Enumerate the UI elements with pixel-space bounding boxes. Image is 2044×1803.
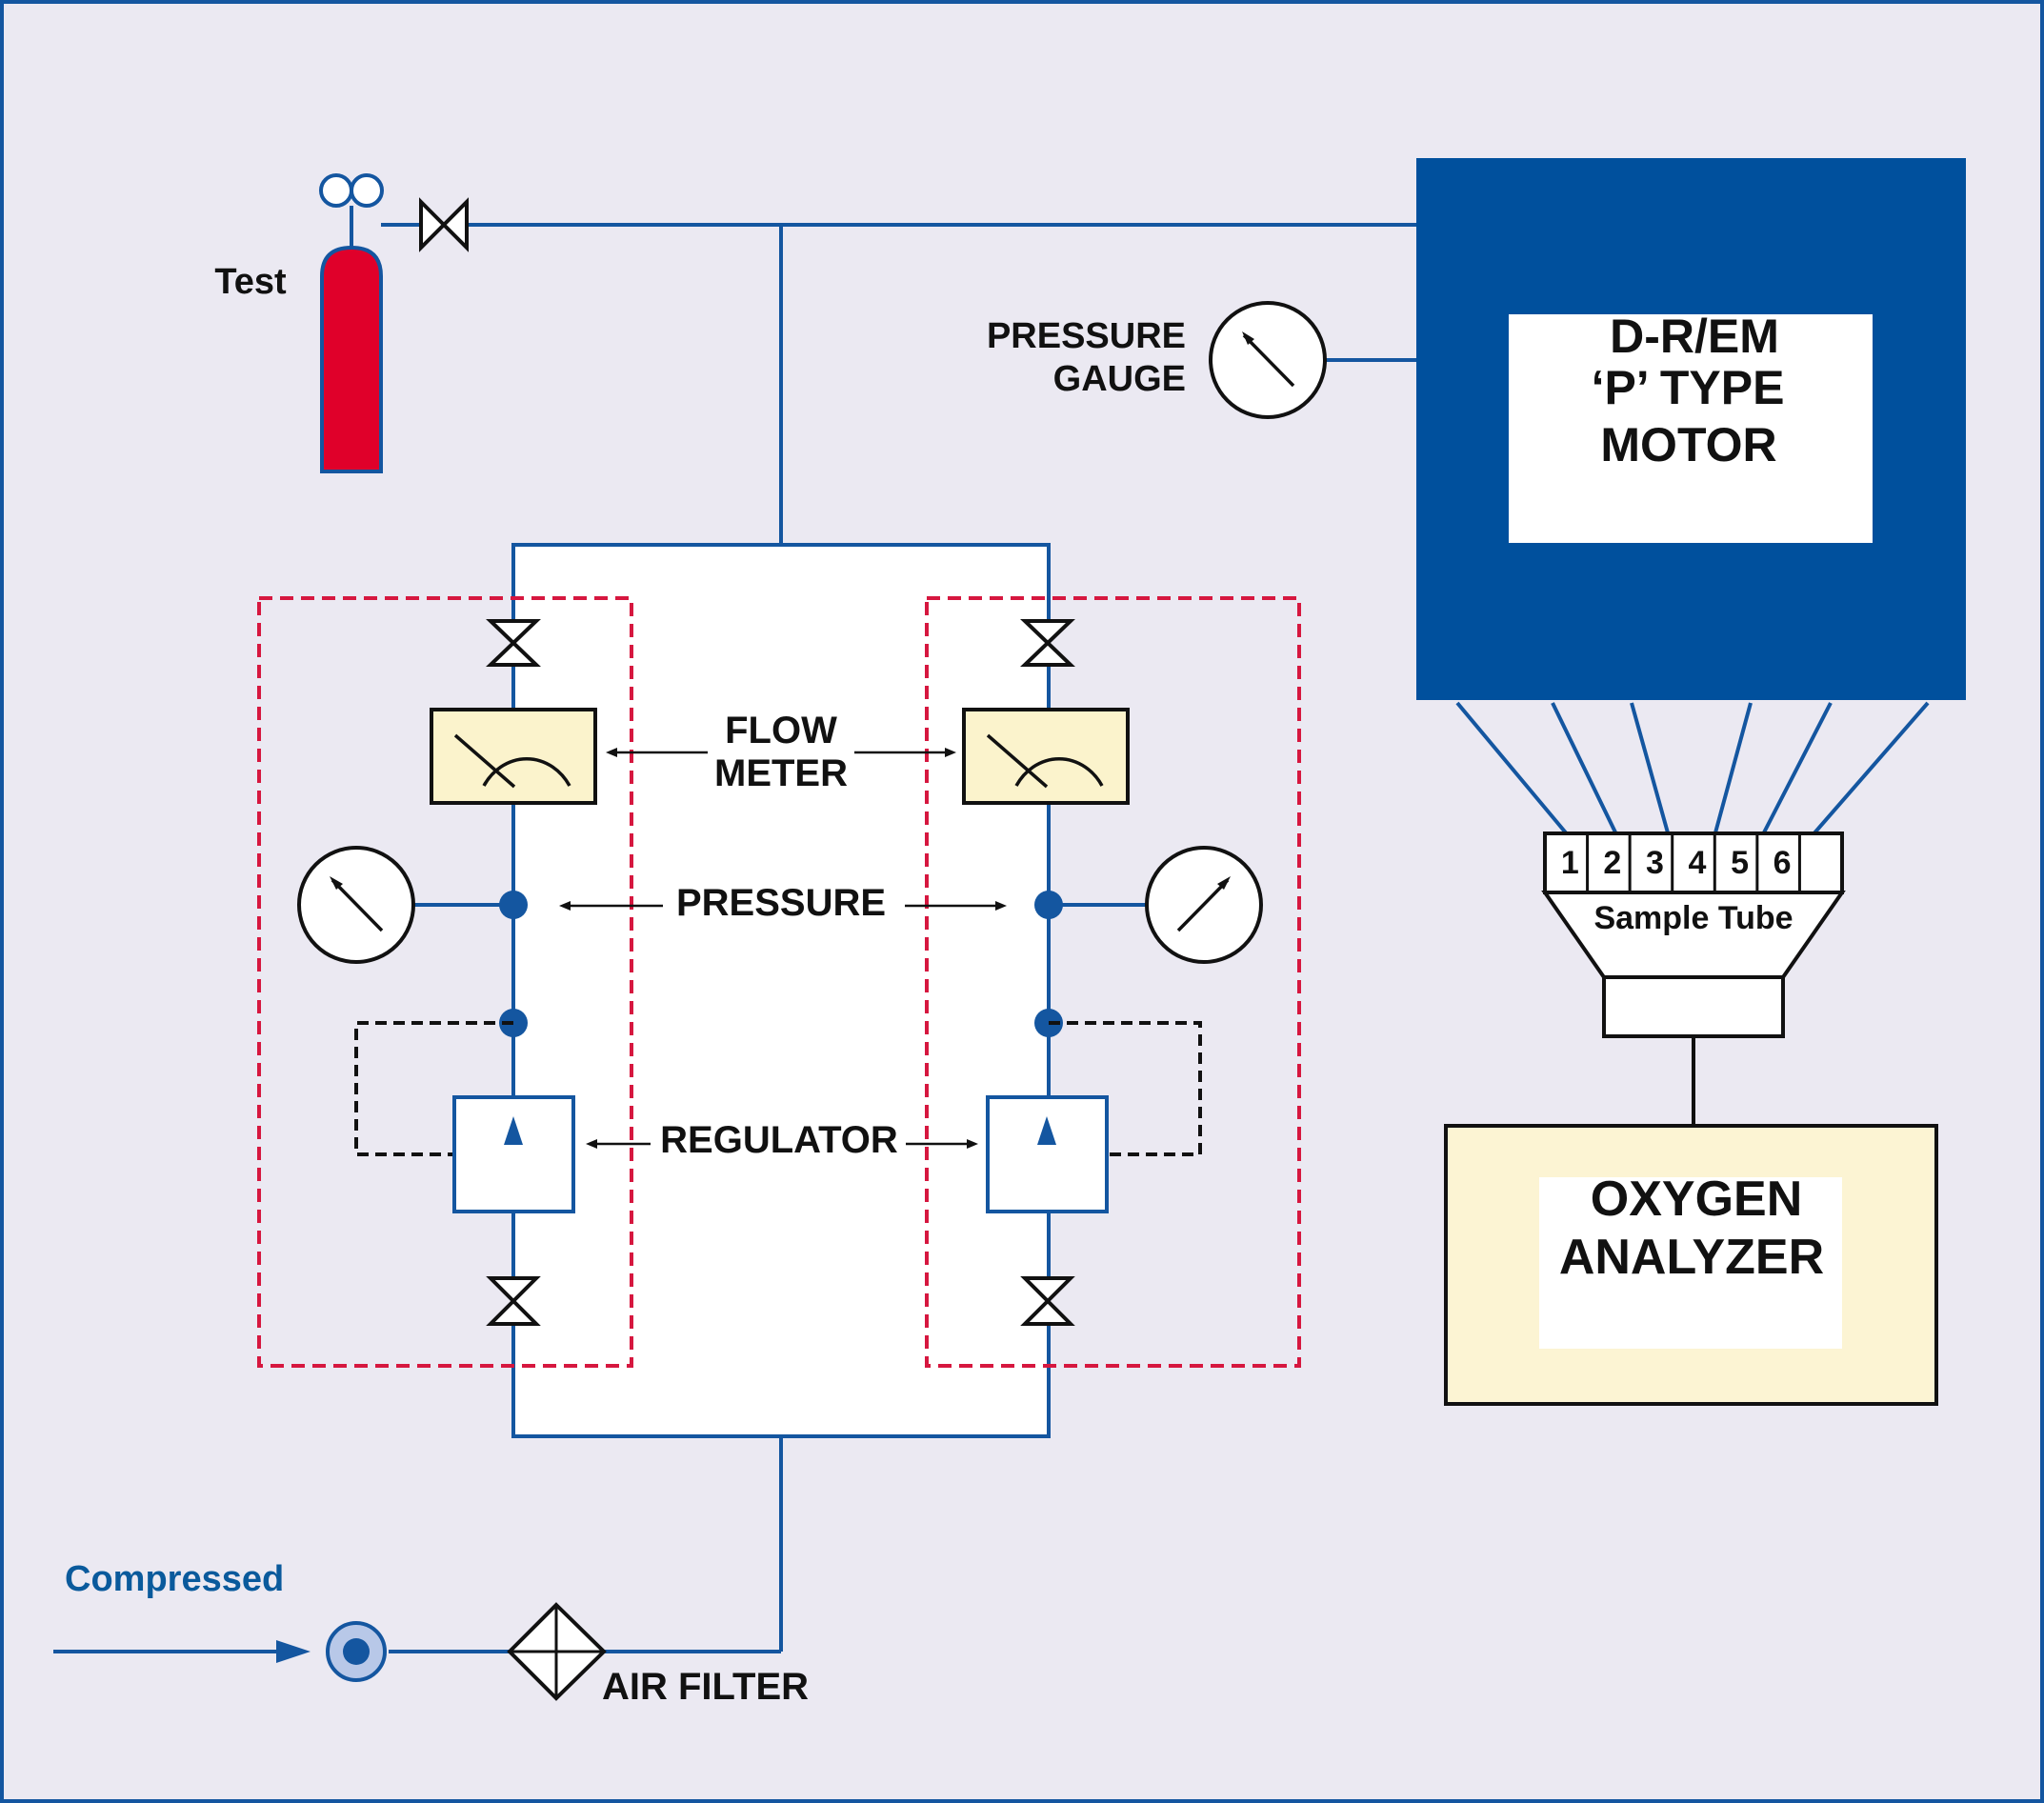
- left-pressure-tap: [499, 891, 528, 919]
- regulator-label: REGULATOR: [660, 1119, 898, 1161]
- right-control-leg: [962, 619, 1263, 1326]
- cylinder-icon: [320, 245, 383, 473]
- left-regulator: [452, 1095, 575, 1213]
- right-upper-valve-icon: [1020, 619, 1075, 667]
- sample-lines: [1455, 701, 1930, 838]
- right-lower-valve-icon: [1020, 1276, 1075, 1326]
- oxygen-analyzer-label-panel: [1539, 1177, 1842, 1349]
- sample-tube-label: Sample Tube: [1593, 900, 1793, 936]
- oxygen-analyzer: OXYGEN ANALYZER: [1444, 1124, 1938, 1406]
- flow-meter-label-line2: METER: [714, 752, 848, 794]
- motor-label-line3: MOTOR: [1600, 418, 1776, 471]
- right-flow-meter-dial-icon: [1014, 757, 1104, 787]
- oxygen-analyzer-label-line2: ANALYZER: [1559, 1230, 1824, 1285]
- pressure-gauge-label-line2: GAUGE: [1053, 359, 1186, 399]
- central-manifold-panel: [511, 543, 1051, 1438]
- sample-tube-port-number: 4: [1689, 845, 1707, 881]
- compressed-label: Compressed: [65, 1559, 284, 1599]
- center-callouts: FLOW METER PRESSURE REGULATOR: [559, 710, 1007, 1161]
- cylinder-valve-handle-icon: [319, 173, 353, 208]
- sample-tube-port-number: 2: [1603, 845, 1621, 881]
- left-upper-valve-icon: [486, 619, 541, 667]
- gas-shutoff-valve-icon: [419, 197, 469, 252]
- right-flow-meter: [962, 708, 1130, 805]
- left-flow-meter-dial-icon: [482, 757, 571, 787]
- motor-pressure-gauge: PRESSURE GAUGE: [987, 301, 1327, 419]
- oxygen-analyzer-label-line1: OXYGEN: [1591, 1172, 1803, 1227]
- sample-tube-port-strip: [1543, 831, 1844, 894]
- left-control-enclosure: [257, 596, 633, 1368]
- flow-meter-label-line1: FLOW: [725, 710, 837, 751]
- compressed-air-inlet: Compressed: [65, 1559, 387, 1682]
- motor-label-line1: D-R/EM: [1610, 310, 1779, 363]
- motor-label-panel: [1509, 314, 1873, 543]
- right-control-enclosure: [925, 596, 1301, 1368]
- right-regulator: [986, 1095, 1109, 1213]
- left-control-leg: [297, 619, 597, 1326]
- pressure-label: PRESSURE: [676, 882, 886, 924]
- left-lower-valve-icon: [486, 1276, 541, 1326]
- motor-label-line2: ‘P’ TYPE: [1592, 361, 1785, 414]
- right-pressure-tap: [1034, 891, 1063, 919]
- pressure-gauge-label-line1: PRESSURE: [987, 316, 1186, 356]
- compressed-air-arrow-icon: [276, 1640, 311, 1663]
- sample-tube-port-dividers: [1586, 833, 1801, 892]
- cylinder-valve-handle-icon: [350, 173, 384, 208]
- pipework: [53, 223, 1416, 1653]
- sample-tube-port-number: 6: [1773, 845, 1792, 881]
- test-label: Test: [214, 262, 287, 302]
- left-regulator-arrow-icon: [504, 1116, 523, 1145]
- test-gas-cylinder: Test: [214, 173, 384, 473]
- sample-tube-port-number: 5: [1731, 845, 1749, 881]
- sample-tube-port-number: 3: [1646, 845, 1664, 881]
- motor-under-test: D-R/EM ‘P’ TYPE MOTOR: [1416, 158, 1966, 700]
- sample-tube-outlet: [1602, 975, 1785, 1038]
- air-filter: AIR FILTER: [507, 1602, 809, 1708]
- left-flow-meter: [430, 708, 597, 805]
- sample-tube-port-number: 1: [1561, 845, 1579, 881]
- air-filter-label: AIR FILTER: [602, 1666, 809, 1708]
- right-regulator-arrow-icon: [1037, 1116, 1056, 1145]
